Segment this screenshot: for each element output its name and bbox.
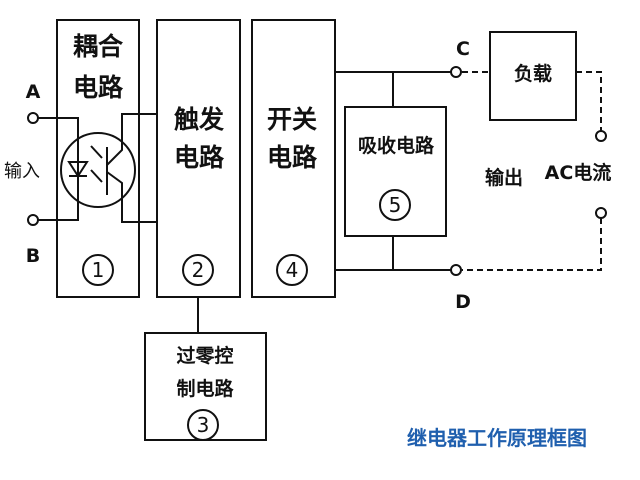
diagram-title: 继电器工作原理框图 xyxy=(407,426,587,450)
switch-label-1: 开关 xyxy=(267,105,317,134)
zero-cross-number: 3 xyxy=(197,413,210,437)
zero-cross-label-2: 制电路 xyxy=(176,377,234,400)
ac-dashed-wire-bottom xyxy=(462,218,602,271)
terminal-a-label: A xyxy=(26,81,41,103)
coupling-circuit-block: 耦合 电路 1 xyxy=(56,19,140,298)
zero-cross-label-1: 过零控 xyxy=(176,344,233,367)
switch-number: 4 xyxy=(286,258,299,282)
terminal-c-label: C xyxy=(456,38,470,60)
optocoupler-icon xyxy=(33,113,157,223)
switch-circuit-block: 开关 电路 4 xyxy=(251,19,336,298)
terminal-d-label: D xyxy=(455,291,471,313)
number-circle xyxy=(379,189,411,221)
absorb-number: 5 xyxy=(389,193,402,217)
load-block: 负载 xyxy=(489,31,577,121)
number-circle xyxy=(182,254,214,286)
coupling-number: 1 xyxy=(92,258,105,282)
zero-cross-block: 过零控 制电路 3 xyxy=(144,332,267,441)
load-label: 负载 xyxy=(514,62,552,85)
number-circle xyxy=(276,254,308,286)
number-circle xyxy=(82,254,114,286)
trigger-label-1: 触发 xyxy=(174,105,224,134)
absorb-label: 吸收电路 xyxy=(358,134,435,157)
ac-current-label: AC电流 xyxy=(545,161,612,184)
ac-terminal-top xyxy=(595,130,607,142)
ac-dashed-wire-top xyxy=(576,71,602,131)
switch-label-2: 电路 xyxy=(267,143,318,172)
trigger-label-2: 电路 xyxy=(174,143,225,172)
number-circle xyxy=(187,409,219,441)
terminal-a xyxy=(27,112,39,124)
terminal-b-label: B xyxy=(26,245,40,267)
ac-terminal-bottom xyxy=(595,207,607,219)
terminal-c xyxy=(450,66,462,78)
coupling-label-1: 耦合 xyxy=(73,32,124,61)
absorb-circuit-block: 吸收电路 5 xyxy=(344,106,447,237)
terminal-d xyxy=(450,264,462,276)
terminal-b xyxy=(27,214,39,226)
output-label: 输出 xyxy=(485,166,523,189)
trigger-number: 2 xyxy=(192,258,205,282)
trigger-circuit-block: 触发 电路 2 xyxy=(156,19,241,298)
input-label: 输入 xyxy=(4,161,40,182)
coupling-label-2: 电路 xyxy=(73,73,124,102)
